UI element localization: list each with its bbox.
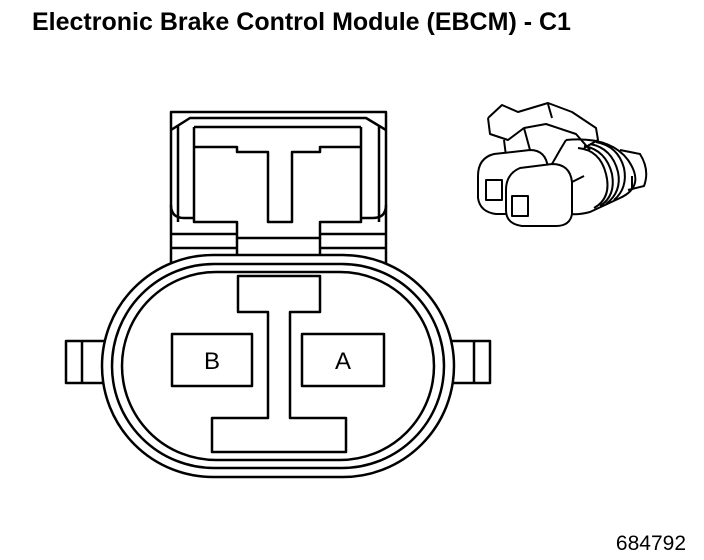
connector-outer-shell [100, 253, 456, 479]
connector-inner-rim [110, 262, 446, 470]
latch-housing [169, 110, 388, 274]
polarizing-key [210, 274, 348, 454]
terminal-cavity-a [300, 332, 386, 388]
connector-isometric-view [477, 102, 648, 227]
pin-label-a: A [335, 348, 351, 375]
side-ear-right [448, 339, 492, 385]
figure-number: 684792 [615, 532, 686, 555]
terminal-cavity-b [170, 332, 254, 388]
connector-cavity-wall [120, 270, 436, 462]
pin-label-b: B [204, 348, 220, 375]
connector-face-view: B A [64, 110, 492, 479]
diagram-title: Electronic Brake Control Module (EBCM) -… [32, 8, 571, 36]
side-ear-left [64, 339, 108, 385]
